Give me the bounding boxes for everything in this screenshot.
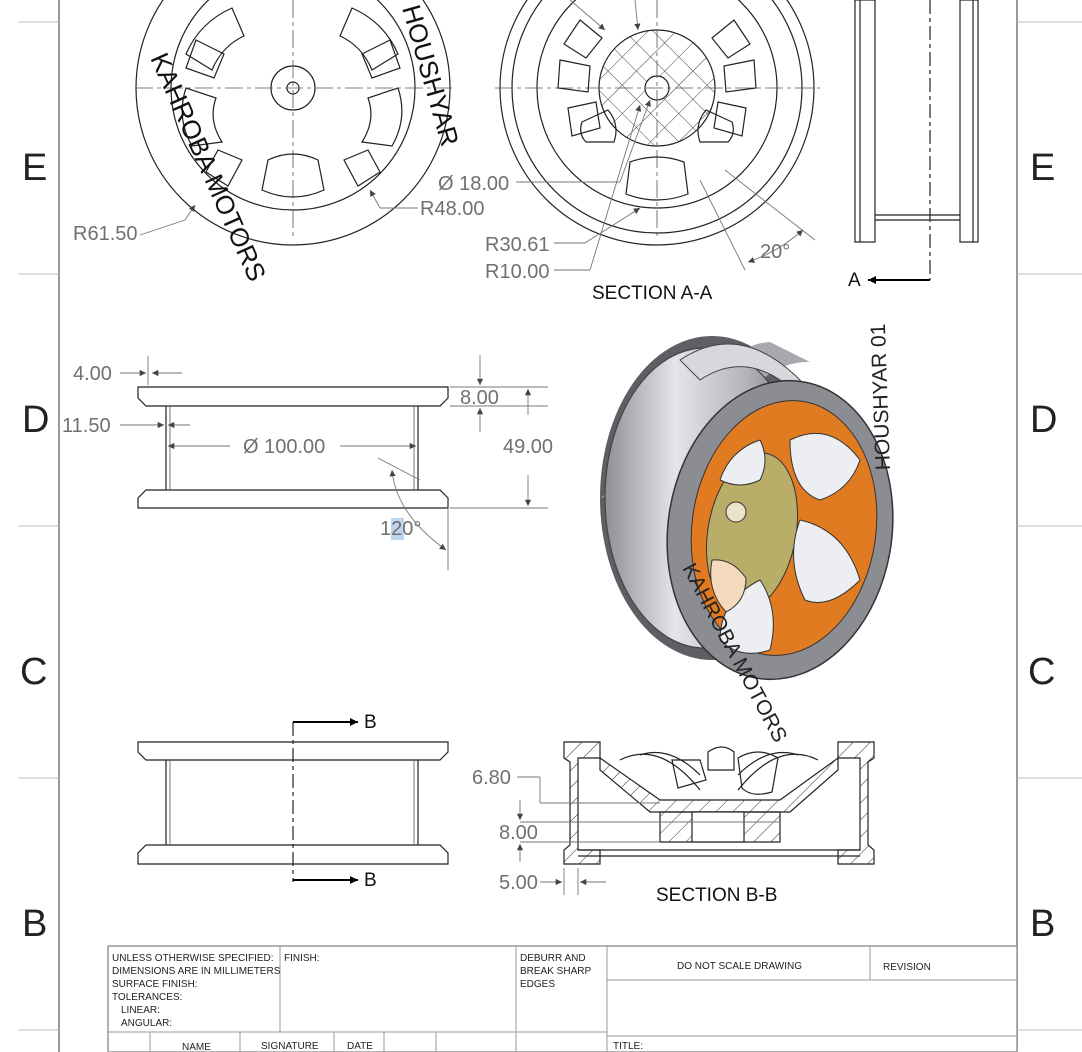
- dim-r-small: R10.00: [485, 261, 550, 283]
- side-a-view: A: [848, 0, 979, 291]
- no-scale-note: DO NOT SCALE DRAWING: [677, 961, 802, 972]
- spec-line: UNLESS OTHERWISE SPECIFIED:: [112, 953, 274, 964]
- cut-label-b-top: B: [364, 712, 377, 733]
- col-signature: SIGNATURE: [261, 1041, 319, 1052]
- rim-text-left: KAHROBA MOTORS: [145, 48, 273, 285]
- col-date: DATE: [347, 1041, 373, 1052]
- dim-height: 49.00: [503, 436, 553, 458]
- dim-r-outer: R61.50: [73, 223, 138, 245]
- zone-letter-right: B: [1030, 903, 1055, 945]
- dim-lip: 8.00: [460, 387, 499, 409]
- section-b-view: 6.80 8.00 5.00 SECTION B-B: [472, 741, 875, 906]
- spec-line: DIMENSIONS ARE IN MILLIMETERS: [112, 966, 281, 977]
- dim-d-hub: Ø 18.00: [438, 173, 509, 195]
- zone-letter-right: C: [1028, 651, 1055, 693]
- dim-r-inner: R48.00: [420, 198, 485, 220]
- dim-b-3: 5.00: [499, 872, 538, 894]
- dim-angle-a: 20°: [760, 241, 790, 263]
- section-b-spokes: [619, 746, 819, 795]
- col-name: NAME: [182, 1042, 211, 1052]
- zone-letters-left: E D C B: [20, 147, 49, 945]
- spec-line: TOLERANCES:: [112, 992, 182, 1003]
- iso-spokes: [710, 432, 861, 654]
- section-b-title: SECTION B-B: [656, 885, 777, 906]
- zone-letter-left: C: [20, 651, 47, 693]
- dim-b-1: 6.80: [472, 767, 511, 789]
- dim-step: 11.50: [62, 415, 111, 437]
- spec-line: SURFACE FINISH:: [112, 979, 198, 990]
- spec-line: LINEAR:: [121, 1005, 160, 1016]
- dim-angle-side: 120°: [380, 518, 421, 540]
- iso-text-top: HOUSHYAR 01: [867, 323, 895, 470]
- zone-letter-right: D: [1030, 399, 1057, 441]
- finish-label: FINISH:: [284, 953, 320, 964]
- cut-label-a: A: [848, 270, 861, 291]
- deburr-line: BREAK SHARP: [520, 966, 591, 977]
- lower-view: B B: [137, 712, 449, 891]
- dim-diameter: Ø 100.00: [243, 436, 325, 458]
- dim-r-mid: R30.61: [485, 234, 550, 256]
- section-a-windows: [557, 19, 757, 201]
- section-a-title: SECTION A-A: [592, 283, 713, 304]
- rim-text-right: HOUSHYAR: [396, 1, 465, 149]
- deburr-line: DEBURR AND: [520, 953, 586, 964]
- title-label: TITLE:: [613, 1041, 643, 1052]
- dim-flange-w: 4.00: [73, 363, 112, 385]
- dim-b-2: 8.00: [499, 822, 538, 844]
- spec-line: ANGULAR:: [121, 1018, 172, 1029]
- cut-label-b-bottom: B: [364, 870, 377, 891]
- side-view: 4.00 11.50 Ø 100.00 8.00 49.00 120°: [62, 355, 553, 570]
- zone-letter-left: B: [22, 903, 47, 945]
- zone-letter-right: E: [1030, 147, 1055, 189]
- zone-letters-right: E D C B: [1028, 147, 1057, 945]
- section-a-view: Ø 18.00 R30.61 R10.00 20° SECTION A-A: [438, 0, 820, 304]
- front-view: KAHROBA MOTORS HOUSHYAR R61.50 R48.00: [73, 0, 485, 286]
- zone-letter-left: D: [22, 399, 49, 441]
- deburr-line: EDGES: [520, 979, 555, 990]
- angle-text-highlight: [391, 518, 404, 540]
- title-block: UNLESS OTHERWISE SPECIFIED: DIMENSIONS A…: [107, 945, 1018, 1052]
- front-view-windows: [181, 7, 403, 198]
- sheet-border: [18, 0, 1082, 1052]
- iso-view: HOUSHYAR 01 KAHROBA MOTORS: [600, 323, 895, 746]
- zone-letter-left: E: [22, 147, 47, 189]
- revision-label: REVISION: [883, 962, 931, 973]
